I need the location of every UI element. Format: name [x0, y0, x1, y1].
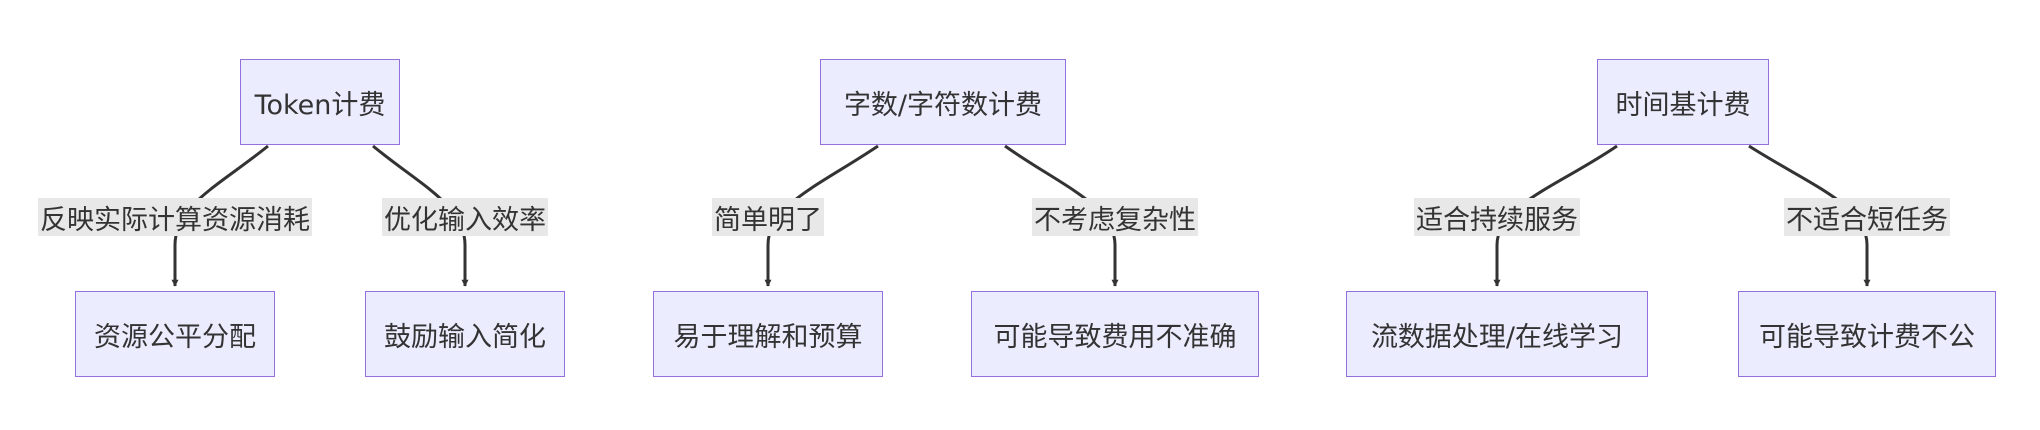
edge-label-text: 反映实际计算资源消耗: [40, 204, 310, 236]
child-node-label: 流数据处理/在线学习: [1370, 321, 1624, 353]
edge-label-reflect-resource: 反映实际计算资源消耗: [38, 198, 312, 236]
edge-label-text: 优化输入效率: [384, 204, 546, 236]
child-node-encourage-simplify: 鼓励输入简化: [365, 291, 565, 377]
child-node-streaming-online: 流数据处理/在线学习: [1346, 291, 1648, 377]
root-node-time: 时间基计费: [1597, 59, 1769, 145]
edge-label-no-complexity: 不考虑复杂性: [1032, 198, 1198, 236]
edge-label-text: 简单明了: [714, 204, 822, 236]
child-node-easy-budget: 易于理解和预算: [653, 291, 883, 377]
child-node-label: 可能导致费用不准确: [993, 321, 1237, 353]
edge-label-text: 不适合短任务: [1786, 204, 1948, 236]
child-node-unfair-billing: 可能导致计费不公: [1738, 291, 1996, 377]
edge-label-suit-continuous: 适合持续服务: [1414, 198, 1580, 236]
edge-label-text: 适合持续服务: [1416, 204, 1578, 236]
edge-label-optimize-input: 优化输入效率: [382, 198, 548, 236]
child-node-label: 易于理解和预算: [673, 321, 863, 353]
root-node-label: Token计费: [254, 89, 386, 121]
edge-label-text: 不考虑复杂性: [1034, 204, 1196, 236]
child-node-label: 可能导致计费不公: [1759, 321, 1975, 353]
edge-label-simple-clear: 简单明了: [712, 198, 824, 236]
child-node-label: 资源公平分配: [94, 321, 256, 353]
child-node-label: 鼓励输入简化: [384, 321, 546, 353]
child-node-inaccurate-fee: 可能导致费用不准确: [971, 291, 1259, 377]
root-node-label: 字数/字符数计费: [843, 89, 1043, 121]
child-node-resource-fair: 资源公平分配: [75, 291, 275, 377]
root-node-wordcount: 字数/字符数计费: [820, 59, 1066, 145]
edge-label-unsuit-short: 不适合短任务: [1784, 198, 1950, 236]
root-node-token: Token计费: [240, 59, 400, 145]
root-node-label: 时间基计费: [1615, 89, 1751, 121]
